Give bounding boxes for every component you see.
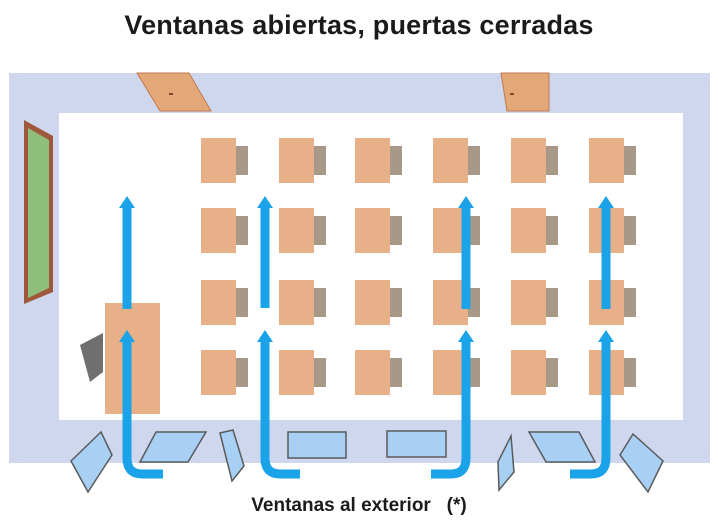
- student-desk-icon: [201, 280, 236, 325]
- page-title: Ventanas abiertas, puertas cerradas: [124, 10, 594, 40]
- student-desk-icon: [589, 138, 624, 183]
- chair-icon: [236, 216, 248, 245]
- window-icon: [138, 431, 208, 463]
- chair-icon: [546, 358, 558, 387]
- chair-icon: [390, 288, 402, 317]
- window-icon: [619, 432, 664, 494]
- student-desk: [511, 280, 558, 325]
- student-desk-icon: [511, 280, 546, 325]
- student-desk: [511, 138, 558, 183]
- teacher-desk: [80, 303, 160, 414]
- chair-icon: [624, 358, 636, 387]
- student-desk: [511, 208, 558, 253]
- student-desk-icon: [201, 138, 236, 183]
- student-desk: [201, 350, 248, 395]
- chair-icon: [236, 146, 248, 175]
- student-desk-icon: [511, 350, 546, 395]
- airflow-arrow-icon: [570, 196, 614, 479]
- student-desk: [279, 350, 326, 395]
- student-desks: [201, 138, 636, 395]
- student-desk-icon: [355, 208, 390, 253]
- student-desk: [279, 138, 326, 183]
- blackboard: [24, 120, 53, 304]
- chair-icon: [546, 288, 558, 317]
- student-desk: [201, 208, 248, 253]
- chair-icon: [624, 216, 636, 245]
- window-icon: [70, 430, 113, 494]
- window-icon: [219, 429, 245, 483]
- chair-icon: [314, 288, 326, 317]
- chair-icon: [468, 146, 480, 175]
- chair-icon: [390, 146, 402, 175]
- door-left: [136, 72, 212, 112]
- student-desk: [279, 280, 326, 325]
- wall-right: [683, 73, 710, 463]
- student-desk-icon: [279, 138, 314, 183]
- student-desk-icon: [105, 303, 160, 414]
- airflow-arrow-icon: [119, 196, 163, 479]
- student-desk-icon: [433, 138, 468, 183]
- student-desk-icon: [279, 350, 314, 395]
- window-icon: [287, 431, 347, 459]
- airflow-arrows: [119, 196, 614, 479]
- student-desk-icon: [279, 208, 314, 253]
- student-desk: [201, 138, 248, 183]
- door-icon: [136, 72, 212, 112]
- student-desk: [355, 208, 402, 253]
- chair-icon: [314, 358, 326, 387]
- chair-icon: [314, 216, 326, 245]
- chair-icon: [624, 288, 636, 317]
- student-desk-icon: [279, 280, 314, 325]
- student-desk-icon: [355, 280, 390, 325]
- chair-icon: [468, 358, 480, 387]
- student-desk: [279, 208, 326, 253]
- student-desk-icon: [511, 138, 546, 183]
- window-icon: [386, 430, 447, 458]
- student-desk-icon: [201, 350, 236, 395]
- chair-icon: [468, 216, 480, 245]
- student-desk: [589, 138, 636, 183]
- airflow-arrow-icon: [257, 196, 300, 479]
- door-right: [500, 72, 550, 112]
- student-desk: [511, 350, 558, 395]
- door-icon: [500, 72, 550, 112]
- wall-top: [9, 73, 710, 113]
- chair-icon: [390, 216, 402, 245]
- chair-icon: [390, 358, 402, 387]
- student-desk: [589, 280, 636, 325]
- chair-icon: [236, 358, 248, 387]
- windows-caption: Ventanas al exterior (*): [251, 495, 467, 516]
- chair-icon: [314, 146, 326, 175]
- chair-icon: [546, 146, 558, 175]
- student-desk-icon: [201, 208, 236, 253]
- student-desk: [433, 138, 480, 183]
- student-desk-icon: [355, 138, 390, 183]
- student-desk: [201, 280, 248, 325]
- chair-icon: [236, 288, 248, 317]
- airflow-arrow-icon: [431, 196, 474, 479]
- student-desk-icon: [355, 350, 390, 395]
- student-desk: [355, 280, 402, 325]
- chair-icon: [546, 216, 558, 245]
- student-desk: [355, 138, 402, 183]
- student-desk-icon: [511, 208, 546, 253]
- chair-icon: [468, 288, 480, 317]
- window-icon: [497, 433, 515, 492]
- window-icon: [527, 431, 597, 463]
- chair-icon: [624, 146, 636, 175]
- blackboard-icon: [28, 128, 49, 298]
- student-desk: [355, 350, 402, 395]
- windows: [70, 429, 664, 494]
